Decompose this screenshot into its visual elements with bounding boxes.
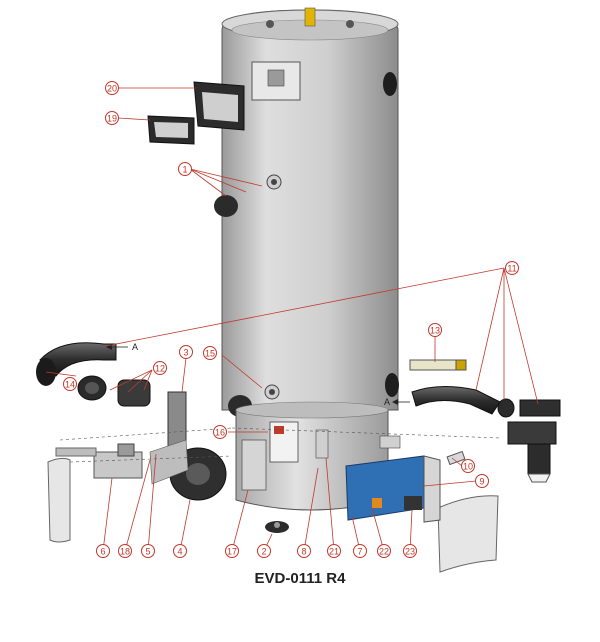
callout-number: 1 <box>182 165 187 175</box>
condensate-tube <box>409 359 467 371</box>
access-panel-left <box>47 457 71 543</box>
callout-number: 11 <box>507 264 516 274</box>
callout-13: 13 <box>428 323 442 337</box>
exhaust-elbow-left <box>36 342 151 407</box>
callout-18: 18 <box>118 544 132 558</box>
callout-number: 21 <box>329 547 339 557</box>
callout-number: 13 <box>430 326 440 336</box>
callout-number: 5 <box>145 547 150 557</box>
callout-number: 2 <box>261 547 266 557</box>
sensor-10 <box>446 450 466 466</box>
callout-7: 7 <box>353 544 367 558</box>
vent-pipe-right <box>411 385 561 483</box>
upper-panels <box>147 81 245 145</box>
callout-2: 2 <box>257 544 271 558</box>
callout-20: 20 <box>105 81 119 95</box>
water-heater-tank <box>214 7 399 417</box>
callout-8: 8 <box>297 544 311 558</box>
arrow-label: A <box>384 397 390 407</box>
callout-17: 17 <box>225 544 239 558</box>
callout-4: 4 <box>173 544 187 558</box>
callout-1: 1 <box>178 162 192 176</box>
callout-9: 9 <box>475 474 489 488</box>
diagram-caption: EVD-0111 R4 <box>254 570 346 587</box>
callout-10: 10 <box>461 459 475 473</box>
callout-5: 5 <box>141 544 155 558</box>
callout-number: 18 <box>120 547 130 557</box>
callout-number: 15 <box>205 349 215 359</box>
callout-number: 10 <box>463 462 473 472</box>
anode-fitting <box>304 7 316 27</box>
callout-number: 3 <box>183 348 188 358</box>
callout-number: 23 <box>405 547 415 557</box>
arrow-label: A <box>132 342 138 352</box>
callout-number: 6 <box>100 547 105 557</box>
callout-number: 8 <box>301 547 306 557</box>
callout-11: 11 <box>505 261 519 275</box>
leader-lines <box>45 87 539 552</box>
callout-number: 14 <box>65 380 75 390</box>
callout-number: 17 <box>227 547 237 557</box>
alignment-lines <box>59 427 501 463</box>
ignitor-2 <box>265 521 289 533</box>
callout-15: 15 <box>203 346 217 360</box>
callout-3: 3 <box>179 345 193 359</box>
callout-number: 12 <box>155 364 165 374</box>
callout-21: 21 <box>327 544 341 558</box>
callout-number: 20 <box>107 84 117 94</box>
callout-number: 22 <box>379 547 389 557</box>
blower-assembly <box>149 391 227 501</box>
callout-12: 12 <box>153 361 167 375</box>
callout-23: 23 <box>403 544 417 558</box>
callout-16: 16 <box>213 425 227 439</box>
control-board <box>345 455 441 523</box>
callout-6: 6 <box>96 544 110 558</box>
callout-number: 4 <box>177 547 182 557</box>
callout-22: 22 <box>377 544 391 558</box>
access-panel-right <box>437 495 499 573</box>
callout-number: 16 <box>215 428 225 438</box>
callout-number: 9 <box>479 477 484 487</box>
plug-1 <box>214 195 238 217</box>
callout-number: 19 <box>107 114 117 124</box>
callout-number: 7 <box>357 547 362 557</box>
callout-14: 14 <box>63 377 77 391</box>
gas-valve <box>55 443 143 479</box>
callout-19: 19 <box>105 111 119 125</box>
arrow-a-right: A <box>384 397 410 407</box>
